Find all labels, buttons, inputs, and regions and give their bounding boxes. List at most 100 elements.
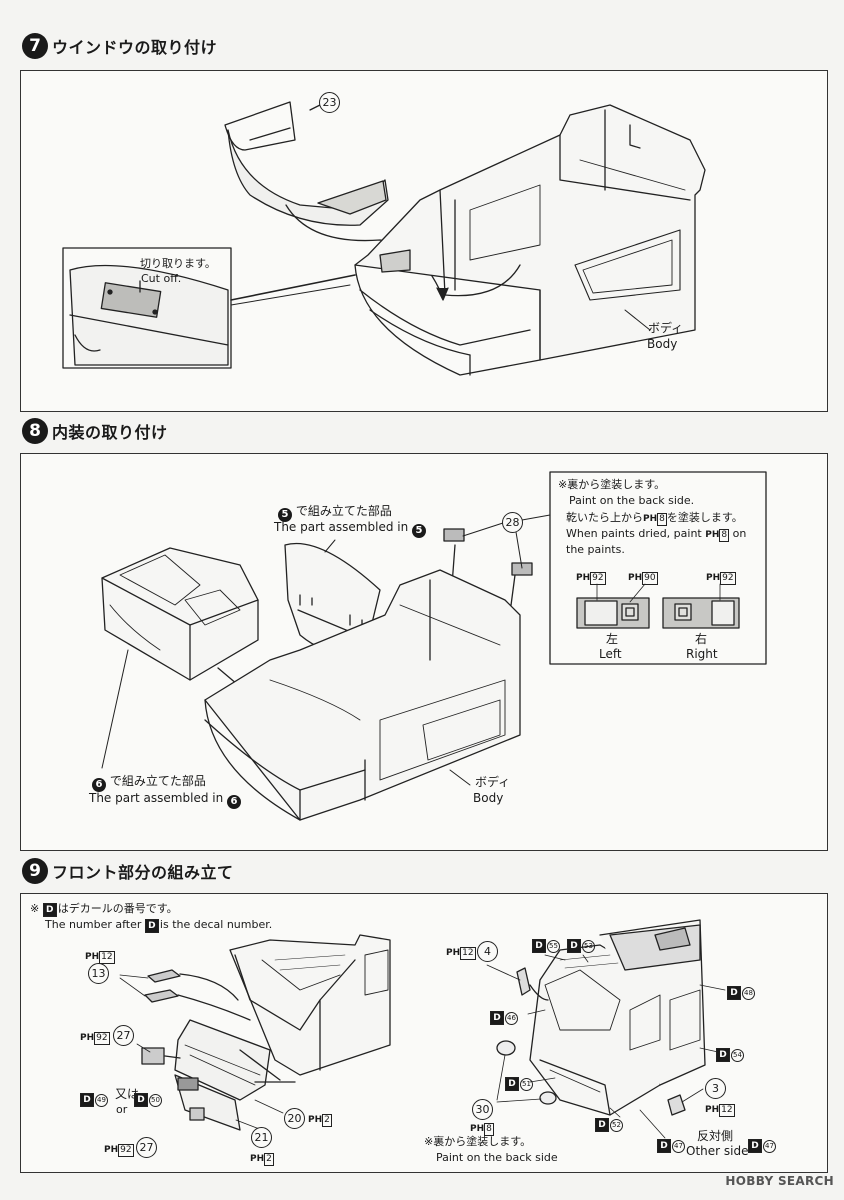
watermark: HOBBY SEARCH bbox=[725, 1174, 834, 1188]
step-title: フロント部分の組み立て bbox=[52, 863, 234, 882]
or-jp: 又は bbox=[115, 1087, 140, 1101]
ph-90-box: 90 bbox=[642, 572, 658, 585]
note-en2a: When paints dried, paint bbox=[566, 527, 702, 540]
assembled-5-label-en: The part assembled in 5 bbox=[274, 520, 427, 538]
step-number: 7 bbox=[22, 33, 48, 59]
assembly-5-number-en: 5 bbox=[412, 524, 427, 538]
decal-d-box: D bbox=[80, 1093, 94, 1107]
decal-d-box: D bbox=[716, 1048, 730, 1062]
decal-d-box: D bbox=[134, 1093, 148, 1107]
ph-box: 8 bbox=[484, 1123, 494, 1136]
grille-part bbox=[141, 1019, 271, 1101]
part-number-23: 23 bbox=[319, 92, 340, 113]
ph-label: PH bbox=[705, 530, 720, 540]
cut-off-label-en: Cut off. bbox=[141, 272, 182, 285]
ph-label: PH bbox=[104, 1145, 119, 1155]
note-jp1: 裏から塗装します。 bbox=[567, 478, 666, 491]
ph-label: PH bbox=[705, 1105, 720, 1115]
decal-46: 46 bbox=[505, 1012, 518, 1025]
part-number-13: 13 bbox=[88, 963, 109, 984]
wipers-13 bbox=[144, 969, 251, 1021]
ph-label: PH bbox=[446, 948, 461, 958]
decal-note-en-b: is the decal number. bbox=[159, 918, 273, 931]
decal-note-en-a: The number after bbox=[45, 918, 142, 931]
ph-92-box: 92 bbox=[590, 572, 606, 585]
decal-d-box: D bbox=[657, 1139, 671, 1153]
ph-label: PH bbox=[628, 573, 643, 583]
part-number-30: 30 bbox=[472, 1099, 493, 1120]
decal-50: 50 bbox=[149, 1094, 162, 1107]
ph-box: 12 bbox=[719, 1104, 735, 1117]
step-9-header: 9 フロント部分の組み立て bbox=[22, 858, 234, 884]
assembled-6-label-jp: 6 で組み立てた部品 bbox=[92, 774, 206, 792]
part-number-28: 28 bbox=[502, 512, 523, 533]
decal-d-box: D bbox=[727, 986, 741, 1000]
body-step7 bbox=[354, 104, 706, 376]
decal-48: 48 bbox=[742, 987, 755, 1000]
part-number-4: 4 bbox=[477, 941, 498, 962]
assembled-6-en-text: The part assembled in bbox=[89, 791, 224, 805]
note-jp2a: 乾いたら上から bbox=[566, 511, 643, 524]
assembled-5-text: で組み立てた部品 bbox=[295, 504, 392, 518]
note-jp2b: を塗装します。 bbox=[666, 511, 743, 524]
decal-52: 52 bbox=[610, 1119, 623, 1132]
paint-note-line5: the paints. bbox=[566, 543, 625, 556]
left-label-jp: 左 bbox=[606, 632, 619, 646]
paint-note-line2: Paint on the back side. bbox=[569, 494, 695, 507]
decal-d-box: D bbox=[748, 1139, 762, 1153]
ph-label: PH bbox=[643, 514, 658, 524]
paint-note-box bbox=[521, 471, 767, 665]
decal-49: 49 bbox=[95, 1094, 108, 1107]
decal-53: 53 bbox=[582, 940, 595, 953]
decal-note-jp-text: はデカールの番号です。 bbox=[57, 902, 178, 915]
cut-off-inset bbox=[62, 247, 232, 369]
assembly-6-number: 6 bbox=[92, 778, 106, 792]
ph-box: 12 bbox=[99, 951, 115, 964]
step-title: ウインドウの取り付け bbox=[52, 38, 218, 57]
body-label-jp: ボディ bbox=[648, 321, 684, 335]
decal-55: 55 bbox=[547, 940, 560, 953]
ph-box: 92 bbox=[94, 1032, 110, 1045]
decal-d-box: D bbox=[505, 1077, 519, 1091]
cut-off-label-jp: 切り取ります。 bbox=[140, 257, 216, 270]
ph-box: 2 bbox=[264, 1153, 274, 1166]
back-paint-en: Paint on the back side bbox=[436, 1151, 558, 1164]
decal-d-box: D bbox=[532, 939, 546, 953]
decal-51: 51 bbox=[520, 1078, 533, 1091]
decal-47-other: 47 bbox=[763, 1140, 776, 1153]
ph-8-box: 8 bbox=[657, 513, 667, 526]
ph-box: 2 bbox=[322, 1114, 332, 1127]
step-title: 内装の取り付け bbox=[52, 423, 168, 442]
assembly-6-part bbox=[101, 547, 259, 681]
assembled-6-label-en: The part assembled in 6 bbox=[89, 791, 242, 809]
ph-8-box-en: 8 bbox=[719, 529, 730, 542]
assembly-5-number: 5 bbox=[278, 508, 292, 522]
part-number-27: 27 bbox=[113, 1025, 134, 1046]
step-number: 8 bbox=[22, 418, 48, 444]
body-step8 bbox=[204, 569, 521, 821]
other-side-jp: 反対側 bbox=[697, 1129, 734, 1143]
assembled-5-label-jp: 5 で組み立てた部品 bbox=[278, 504, 392, 522]
assembled-6-text: で組み立てた部品 bbox=[109, 774, 206, 788]
left-label-en: Left bbox=[599, 647, 622, 661]
